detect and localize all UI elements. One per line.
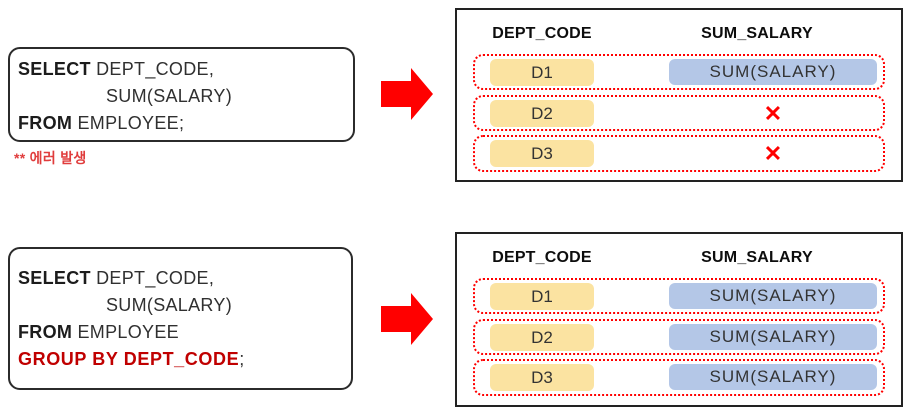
sum-salary-cell: SUM(SALARY) <box>669 364 877 390</box>
right-arrow-icon <box>381 68 433 120</box>
sum-salary-cell: SUM(SALARY) <box>669 283 877 309</box>
statement-terminator: ; <box>239 349 245 369</box>
table-row: D2 ✕ <box>473 95 885 131</box>
right-arrow-icon <box>381 293 433 345</box>
sql-query-group-by-box: SELECT DEPT_CODE, SUM(SALARY) FROM EMPLO… <box>8 247 353 390</box>
error-note: ** 에러 발생 <box>14 150 87 166</box>
table-row: D3 ✕ <box>473 135 885 172</box>
result-table-group-by: DEPT_CODE SUM_SALARY D1 SUM(SALARY) D2 S… <box>455 232 903 407</box>
sql-group-by-line: GROUP BY DEPT_CODE; <box>18 346 345 373</box>
dept-code-cell: D1 <box>490 59 594 86</box>
sql-select-line: SELECT DEPT_CODE, <box>18 56 347 83</box>
dept-code-cell: D2 <box>490 324 594 351</box>
sql-from-line: FROM EMPLOYEE; <box>18 110 347 137</box>
group-by-clause: GROUP BY DEPT_CODE <box>18 349 240 369</box>
select-aggregate: SUM(SALARY) <box>106 295 232 315</box>
from-table: EMPLOYEE <box>72 322 179 342</box>
from-keyword: FROM <box>18 113 73 133</box>
dept-code-cell: D1 <box>490 283 594 310</box>
select-keyword: SELECT <box>18 268 91 288</box>
result-table-error: DEPT_CODE SUM_SALARY D1 SUM(SALARY) D2 ✕… <box>455 8 903 182</box>
sql-select-line-2: SUM(SALARY) <box>18 292 345 319</box>
error-x-icon: ✕ <box>763 101 783 126</box>
column-header-sum-salary: SUM_SALARY <box>701 25 813 42</box>
select-keyword: SELECT <box>18 59 91 79</box>
select-aggregate: SUM(SALARY) <box>106 86 232 106</box>
column-header-dept-code: DEPT_CODE <box>492 249 592 266</box>
select-columns: DEPT_CODE, <box>90 59 215 79</box>
sql-from-line: FROM EMPLOYEE <box>18 319 345 346</box>
sum-salary-cell: SUM(SALARY) <box>669 324 877 350</box>
column-header-dept-code: DEPT_CODE <box>492 25 592 42</box>
dept-code-cell: D3 <box>490 364 594 391</box>
sql-select-line: SELECT DEPT_CODE, <box>18 265 345 292</box>
table-row: D1 SUM(SALARY) <box>473 54 885 90</box>
dept-code-cell: D2 <box>490 100 594 127</box>
column-header-sum-salary: SUM_SALARY <box>701 249 813 266</box>
from-keyword: FROM <box>18 322 73 342</box>
table-row: D2 SUM(SALARY) <box>473 319 885 355</box>
table-row: D3 SUM(SALARY) <box>473 359 885 396</box>
select-columns: DEPT_CODE, <box>90 268 215 288</box>
dept-code-cell: D3 <box>490 140 594 167</box>
table-row: D1 SUM(SALARY) <box>473 278 885 314</box>
sql-query-error-box: SELECT DEPT_CODE, SUM(SALARY) FROM EMPLO… <box>8 47 355 142</box>
sum-salary-cell: SUM(SALARY) <box>669 59 877 85</box>
error-x-icon: ✕ <box>763 141 783 166</box>
from-table: EMPLOYEE; <box>72 113 185 133</box>
sql-select-line-2: SUM(SALARY) <box>18 83 347 110</box>
